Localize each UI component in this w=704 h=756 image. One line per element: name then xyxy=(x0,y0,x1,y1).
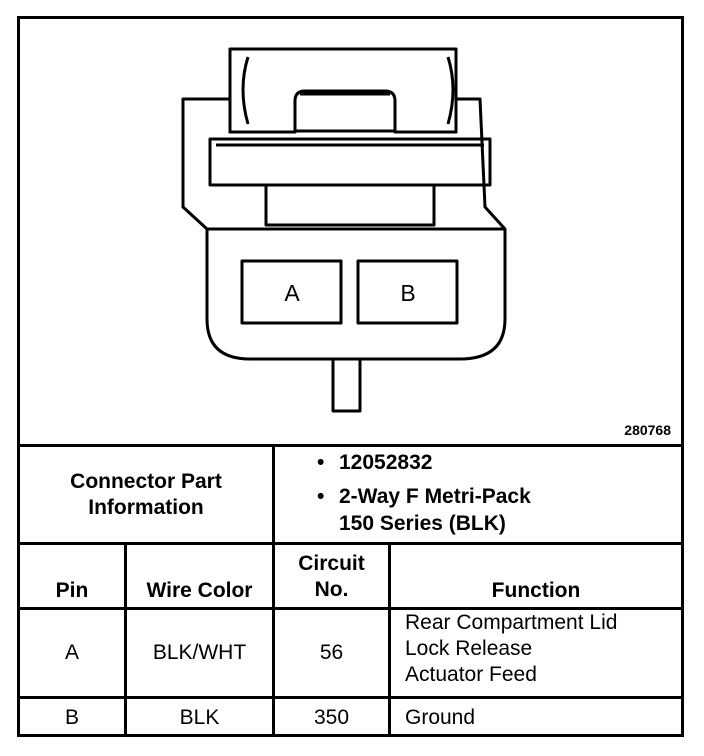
divider-col-circuit xyxy=(388,542,391,737)
connector-info-item: • 2-Way F Metri-Pack 150 Series (BLK) xyxy=(277,483,677,537)
row-b-circuit: 350 xyxy=(313,706,350,729)
pin-a-label: A xyxy=(284,280,300,306)
cavity-a-frame xyxy=(240,259,343,325)
latch-left-curve xyxy=(241,56,250,125)
header-circuit: Circuit No. xyxy=(275,549,388,605)
connector-type-line1: 2-Way F Metri-Pack xyxy=(339,485,531,508)
lock-band xyxy=(208,137,492,187)
part-number: 12052832 xyxy=(339,451,433,474)
divider-col-pin xyxy=(124,542,127,737)
connector-drawing: A B xyxy=(181,47,507,413)
connector-info-label-line2: Information xyxy=(88,495,204,519)
divider-col-wire xyxy=(272,542,275,737)
pin-b-label: B xyxy=(400,280,415,306)
connector-type-line2: 150 Series (BLK) xyxy=(339,512,506,535)
divider-info xyxy=(20,542,681,545)
row-a-function-line: Lock Release xyxy=(405,637,533,660)
divider-diagram xyxy=(20,444,681,447)
bullet-marker: • xyxy=(317,485,325,508)
latch-right-curve xyxy=(446,56,455,125)
header-wire-color: Wire Color xyxy=(146,579,253,602)
row-b-pin: B xyxy=(64,706,79,729)
connector-info-list: • 12052832 • 2-Way F Metri-Pack 150 Seri… xyxy=(277,449,677,537)
connector-sheet: A B 280768 Connector Part Information • … xyxy=(17,16,684,737)
connector-info-label-line1: Connector Part xyxy=(70,469,222,493)
lock-window xyxy=(264,185,436,227)
row-a-pin: A xyxy=(64,641,79,664)
connector-type: 2-Way F Metri-Pack 150 Series (BLK) xyxy=(339,483,531,537)
row-a-function-line: Rear Compartment Lid xyxy=(405,611,618,634)
row-a-function-line: Actuator Feed xyxy=(405,663,537,686)
figure-number: 280768 xyxy=(624,422,671,438)
row-b-wire-color: BLK xyxy=(179,706,220,729)
divider-row-a xyxy=(20,696,681,699)
connector-body xyxy=(181,97,507,361)
connector-info-label: Connector Part Information xyxy=(20,447,272,542)
divider-info-vertical xyxy=(272,444,275,545)
header-circuit-line1: Circuit xyxy=(298,552,365,575)
row-a-circuit: 56 xyxy=(319,641,344,664)
wire-lead xyxy=(331,359,362,413)
latch-block xyxy=(228,47,458,134)
header-function: Function xyxy=(491,579,581,602)
row-b-function: Ground xyxy=(405,706,476,729)
row-a-wire-color: BLK/WHT xyxy=(152,641,247,664)
bullet-marker: • xyxy=(317,451,325,474)
header-pin: Pin xyxy=(55,579,89,602)
connector-info-item: • 12052832 xyxy=(277,449,677,476)
row-a-function: Rear Compartment Lid Lock Release Actuat… xyxy=(391,610,681,696)
connector-diagram: A B 280768 xyxy=(20,19,681,444)
cavity-b-frame xyxy=(356,259,459,325)
divider-header xyxy=(20,607,681,610)
header-circuit-line2: No. xyxy=(314,578,349,601)
